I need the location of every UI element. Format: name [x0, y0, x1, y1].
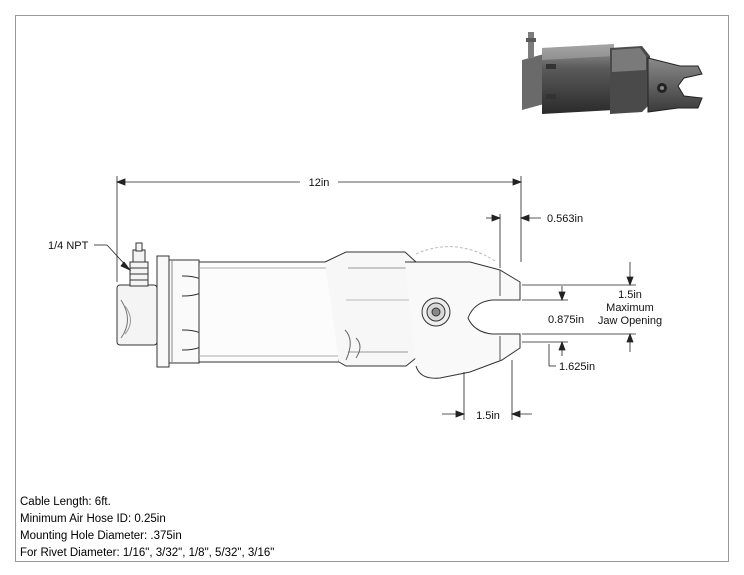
dim-jaw-depth: 1.625in — [559, 361, 595, 373]
dim-max-opening-label-2: Jaw Opening — [598, 315, 662, 327]
dim-overall-length: 12in — [309, 177, 330, 189]
dim-jaw-thickness: 0.563in — [547, 213, 583, 225]
note-air-hose: Minimum Air Hose ID: 0.25in — [20, 513, 166, 525]
dim-jaw-width: 1.5in — [476, 410, 500, 422]
tool-outline — [116, 242, 521, 379]
note-cable-length: Cable Length: 6ft. — [20, 496, 111, 508]
dim-max-opening-label-1: Maximum — [606, 302, 654, 314]
dim-inner-gap: 0.875in — [548, 314, 584, 326]
dimension-lines — [94, 176, 636, 420]
note-mounting-hole: Mounting Hole Diameter: .375in — [20, 530, 182, 542]
drawing-border — [15, 15, 729, 562]
tool-3d-render-icon — [522, 32, 703, 114]
dim-max-opening-value: 1.5in — [618, 289, 642, 301]
spec-notes: Cable Length: 6ft. Minimum Air Hose ID: … — [20, 494, 274, 562]
note-rivet-diameter: For Rivet Diameter: 1/16", 3/32", 1/8", … — [20, 547, 275, 559]
dim-air-fitting: 1/4 NPT — [48, 240, 89, 252]
